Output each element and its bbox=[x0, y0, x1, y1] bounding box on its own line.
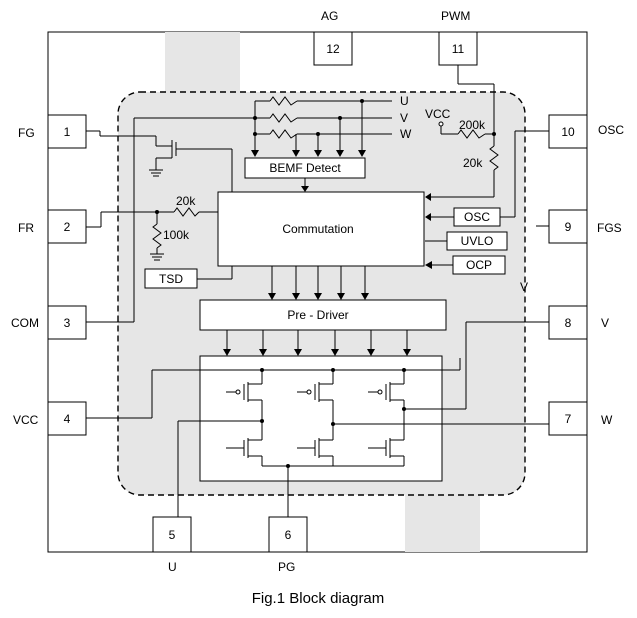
pin-5: 5 U bbox=[152, 516, 192, 574]
pin-12: 12 AG bbox=[313, 9, 353, 66]
tsd-block: TSD bbox=[144, 268, 198, 289]
vcc-label: VCC bbox=[425, 107, 451, 121]
pin-6-name: PG bbox=[278, 560, 295, 574]
osc-label: OSC bbox=[464, 210, 490, 224]
ocp-block: OCP bbox=[452, 255, 506, 275]
pin-4: 4 VCC bbox=[13, 401, 87, 436]
pin-7-number: 7 bbox=[565, 412, 572, 426]
w-rail-label: W bbox=[400, 127, 412, 141]
pin-7-name: W bbox=[601, 413, 613, 427]
pin-2-number: 2 bbox=[64, 220, 71, 234]
uvw-sense-network: U V W bbox=[251, 94, 412, 157]
fg-output-stage bbox=[86, 130, 233, 192]
pin-10-number: 10 bbox=[561, 125, 575, 139]
pin-9: 9 FGS bbox=[548, 209, 622, 244]
fr-input: 20k 100k bbox=[86, 194, 218, 261]
bemf-detect-label: BEMF Detect bbox=[269, 161, 341, 175]
pin-12-number: 12 bbox=[326, 42, 340, 56]
pin-11-name: PWM bbox=[441, 9, 470, 23]
pre-driver-block: Pre - Driver bbox=[199, 299, 447, 331]
pin-2-name: FR bbox=[18, 221, 34, 235]
pin-8-number: 8 bbox=[565, 316, 572, 330]
bottom-pad bbox=[405, 495, 480, 552]
pin-11: 11 PWM bbox=[438, 9, 478, 66]
pin-10: 10 OSC bbox=[548, 114, 624, 149]
pin-7: 7 W bbox=[548, 401, 613, 436]
tsd-label: TSD bbox=[159, 272, 183, 286]
v-side-label: V bbox=[520, 280, 528, 294]
bemf-detect-block: BEMF Detect bbox=[244, 157, 366, 179]
pin-9-number: 9 bbox=[565, 220, 572, 234]
pre-driver-label: Pre - Driver bbox=[287, 308, 348, 322]
r200k-label: 200k bbox=[459, 118, 486, 132]
pin-6: 6 PG bbox=[268, 516, 308, 574]
commutation-label: Commutation bbox=[282, 222, 353, 236]
pin-8: 8 V bbox=[548, 305, 609, 340]
pin-9-name: FGS bbox=[597, 221, 622, 235]
pin-1-number: 1 bbox=[64, 125, 71, 139]
output-stage-block bbox=[199, 355, 443, 482]
pin-3-name: COM bbox=[11, 316, 39, 330]
pin-1-name: FG bbox=[18, 126, 35, 140]
commutation-block: Commutation bbox=[217, 191, 425, 267]
pin-5-name: U bbox=[168, 560, 177, 574]
pin-1: 1 FG bbox=[18, 114, 87, 149]
u-rail-label: U bbox=[400, 94, 409, 108]
pin-4-name: VCC bbox=[13, 413, 39, 427]
pin-11-number: 11 bbox=[452, 42, 465, 56]
predriver-to-output bbox=[223, 330, 411, 356]
r20k-right-label: 20k bbox=[463, 156, 483, 170]
osc-network bbox=[425, 130, 549, 221]
pin-2: 2 FR bbox=[18, 209, 87, 244]
r100k-label: 100k bbox=[163, 228, 190, 242]
pin-5-number: 5 bbox=[169, 528, 176, 542]
com-line bbox=[86, 117, 255, 323]
osc-block: OSC bbox=[453, 207, 501, 227]
pin-10-name: OSC bbox=[598, 123, 624, 137]
pin-6-number: 6 bbox=[285, 528, 292, 542]
v-rail-label: V bbox=[400, 111, 408, 125]
pin-12-name: AG bbox=[321, 9, 338, 23]
uvlo-block: UVLO bbox=[446, 231, 508, 251]
uvlo-label: UVLO bbox=[461, 234, 494, 248]
pin-8-name: V bbox=[601, 316, 609, 330]
pin-3: 3 COM bbox=[11, 305, 87, 340]
pin-3-number: 3 bbox=[64, 316, 71, 330]
pin-4-number: 4 bbox=[64, 412, 71, 426]
ocp-label: OCP bbox=[466, 258, 492, 272]
output-bridge bbox=[86, 321, 549, 517]
commutation-to-predriver bbox=[268, 266, 369, 300]
top-pad bbox=[165, 32, 240, 94]
pwm-bias-network: VCC 200k 20k bbox=[425, 65, 499, 201]
figure-caption: Fig.1 Block diagram bbox=[252, 590, 385, 607]
r20k-left-label: 20k bbox=[176, 194, 196, 208]
